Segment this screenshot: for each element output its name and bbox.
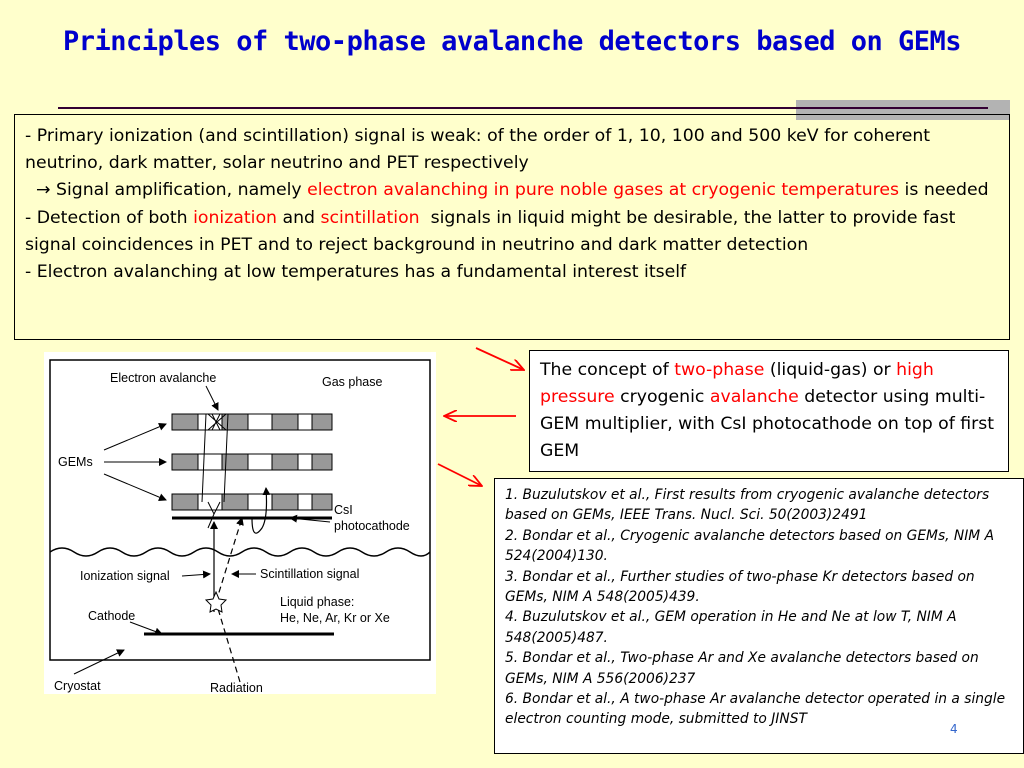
label-electron-avalanche: Electron avalanche [110, 371, 216, 385]
label-liquids: He, Ne, Ar, Kr or Xe [280, 611, 390, 625]
main-text-box: - Primary ionization (and scintillation)… [14, 114, 1010, 340]
label-gems: GEMs [58, 455, 93, 469]
reference-item: 3. Bondar et al., Further studies of two… [505, 568, 975, 606]
highlight-avalanche: avalanche [709, 387, 799, 407]
gem-plates [171, 413, 333, 511]
gem-1 [171, 413, 333, 431]
bullet-primary-ionization: - Primary ionization (and scintillation)… [25, 126, 931, 174]
label-ionization-signal: Ionization signal [80, 569, 170, 583]
references-box: 1. Buzulutskov et al., First results fro… [494, 478, 1024, 754]
highlight-ionization: ionization [193, 207, 277, 228]
highlight-avalanching: electron avalanching in pure noble gases… [307, 180, 900, 201]
arrow-symbol: → [36, 180, 51, 201]
highlight-high-pressure: high pressure [540, 360, 934, 407]
cryostat-wall [49, 359, 431, 661]
detector-diagram: Electron avalanche Gas phase GEMs CsI ph… [44, 352, 436, 694]
label-cathode: Cathode [88, 609, 135, 623]
label-radiation: Radiation [210, 681, 263, 694]
photoelectron-path [251, 487, 271, 534]
label-gas-phase: Gas phase [322, 375, 383, 389]
slide-title: Principles of two-phase avalanche detect… [62, 26, 962, 57]
avalanche-lines [201, 413, 229, 529]
pointer-arrows [437, 347, 530, 500]
label-liquid-phase: Liquid phase: [280, 595, 354, 609]
highlight-two-phase: two-phase [674, 360, 765, 380]
reference-item: 1. Buzulutskov et al., First results fro… [505, 487, 990, 524]
arrow-to-references [437, 463, 482, 486]
scintillation-path [215, 517, 244, 603]
radiation-track [215, 601, 241, 683]
interaction-star [204, 590, 228, 613]
concept-box: The concept of two-phase (liquid-gas) or… [529, 350, 1009, 472]
title-rule-shadow [796, 100, 1010, 120]
reference-item: 4. Buzulutskov et al., GEM operation in … [505, 609, 957, 646]
label-scintillation-signal: Scintillation signal [260, 567, 359, 581]
label-cryostat: Cryostat [54, 679, 101, 693]
reference-item: 2. Bondar et al., Cryogenic avalanche de… [505, 527, 995, 565]
bullet-signal-amplification: → Signal amplification, namely electron … [36, 180, 989, 201]
page-number: 4 [950, 722, 958, 736]
gem-3 [171, 493, 333, 511]
arrow-to-concept [475, 347, 524, 370]
reference-item: 5. Bondar et al., Two-phase Ar and Xe av… [505, 650, 979, 687]
highlight-scintillation: scintillation [320, 207, 420, 228]
bullet-detection: - Detection of both ionization and scint… [25, 207, 961, 255]
bullet-fundamental-interest: - Electron avalanching at low temperatur… [25, 262, 687, 283]
label-photocathode: photocathode [334, 519, 410, 533]
title-rule [58, 107, 988, 109]
reference-item: 6. Bondar et al., A two-phase Ar avalanc… [505, 691, 1006, 728]
label-csi: CsI [334, 503, 353, 517]
liquid-surface [49, 547, 431, 557]
gem-2 [171, 453, 333, 471]
